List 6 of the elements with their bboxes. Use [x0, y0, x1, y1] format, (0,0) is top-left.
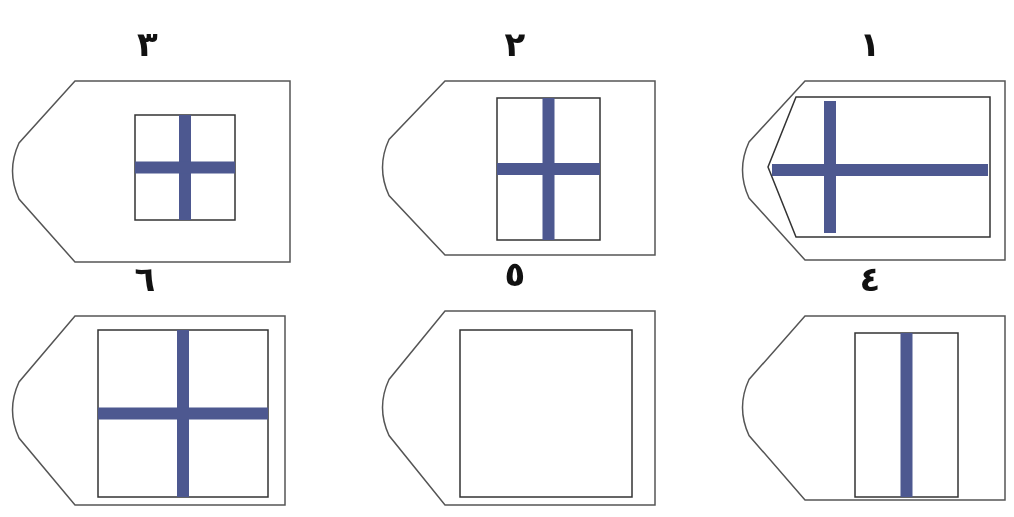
number-label: ٢ [503, 23, 527, 66]
number-label: ٣ [136, 23, 159, 66]
number-label: ٦ [133, 258, 157, 301]
number-label: ٥ [503, 253, 527, 296]
number-label: ٤ [858, 258, 882, 301]
number-label: ١ [858, 23, 882, 66]
